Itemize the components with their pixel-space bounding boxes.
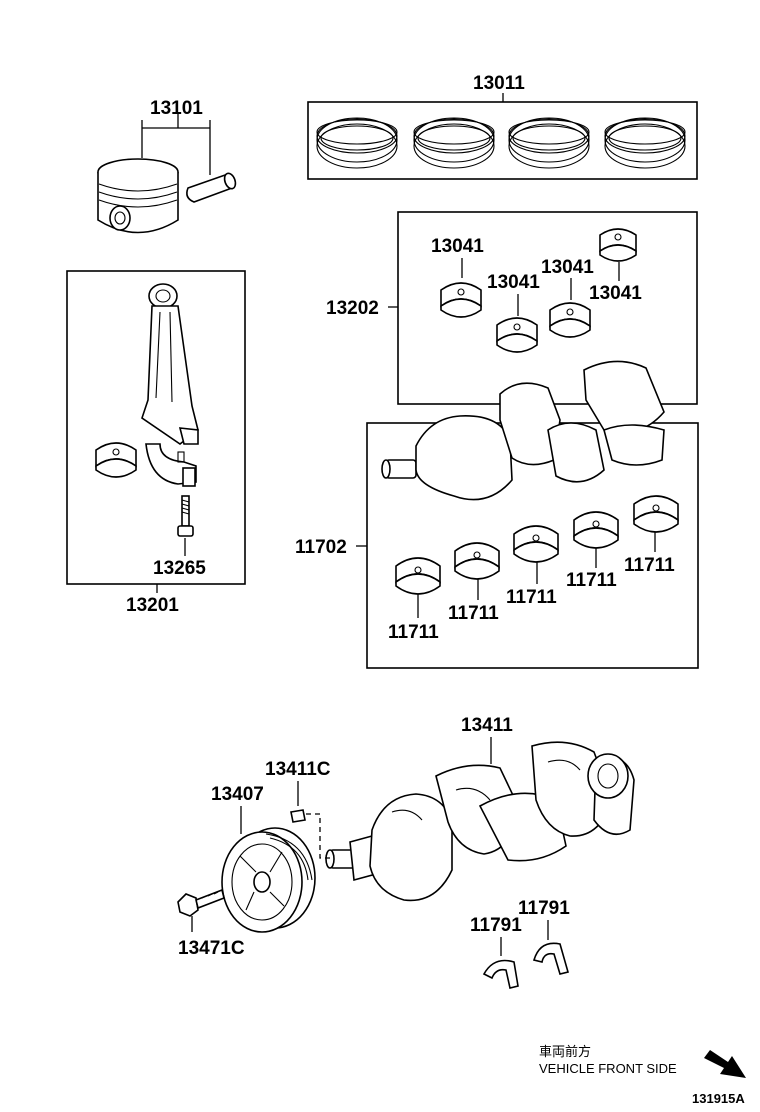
- label-main-bearing-3[interactable]: 11711: [506, 587, 557, 608]
- piston-pin-icon: [186, 172, 237, 203]
- con-rod-group[interactable]: 13265 13201: [66, 270, 246, 616]
- label-thrust-washer-2[interactable]: 11791: [518, 898, 570, 919]
- label-main-bearing-set[interactable]: 11702: [295, 537, 347, 558]
- bearing-shell-icon: [395, 557, 441, 595]
- pulley-bolt-group[interactable]: 13471C: [177, 888, 245, 959]
- label-con-rod-assy[interactable]: 13201: [126, 595, 179, 616]
- con-rod-bearing-group[interactable]: 13202 13041 13041 13041 13041: [326, 211, 698, 405]
- pulley-group[interactable]: 13407: [211, 784, 316, 933]
- bearing-shell-icon: [95, 442, 137, 478]
- label-main-bearing-2[interactable]: 11711: [448, 603, 499, 624]
- label-con-rod-bearing-2[interactable]: 13041: [487, 272, 540, 293]
- piston-ring-icon: [316, 117, 686, 169]
- label-crankshaft[interactable]: 13411: [461, 715, 513, 736]
- crankshaft-outline-icon: [381, 360, 665, 501]
- bearing-shell-icon: [573, 511, 619, 549]
- crank-pin-group[interactable]: 13411C: [265, 759, 331, 859]
- diagram-id: 131915A: [692, 1091, 745, 1106]
- bearing-shell-icon: [496, 317, 538, 353]
- ring-set-box: [307, 101, 698, 180]
- front-label-jp: 車両前方: [539, 1044, 591, 1059]
- bearing-shell-icon: [513, 525, 559, 563]
- label-main-bearing-5[interactable]: 11711: [624, 555, 675, 576]
- thrust-washer-icon: [532, 942, 569, 975]
- thrust-washer-group[interactable]: 11791 11791: [470, 898, 570, 989]
- bearing-shell-icon: [599, 228, 637, 262]
- label-con-rod-bearing-3[interactable]: 13041: [541, 257, 594, 278]
- label-ring-set[interactable]: 13011: [473, 73, 525, 94]
- label-con-rod-bolt[interactable]: 13265: [153, 558, 206, 579]
- label-pulley-bolt[interactable]: 13471C: [178, 938, 245, 959]
- connecting-rod-icon: [141, 283, 199, 487]
- crankshaft-group[interactable]: 13411: [325, 715, 635, 902]
- main-bearing-group[interactable]: 11702 11711 11711 11711 11711: [295, 360, 699, 669]
- label-piston[interactable]: 13101: [150, 98, 203, 119]
- bearing-shell-icon: [549, 302, 591, 338]
- crankshaft-icon: [325, 741, 635, 902]
- piston-group[interactable]: 13101: [97, 98, 237, 234]
- label-pulley[interactable]: 13407: [211, 784, 264, 805]
- label-crank-pin[interactable]: 13411C: [265, 759, 331, 780]
- pin-icon: [290, 809, 306, 823]
- thrust-washer-icon: [482, 959, 519, 989]
- front-indicator: 車両前方 VEHICLE FRONT SIDE 131915A: [539, 1044, 746, 1106]
- piston-icon: [97, 158, 179, 234]
- front-label-en: VEHICLE FRONT SIDE: [539, 1061, 677, 1076]
- label-thrust-washer-1[interactable]: 11791: [470, 915, 522, 936]
- pulley-icon: [221, 827, 316, 933]
- label-main-bearing-4[interactable]: 11711: [566, 570, 617, 591]
- label-con-rod-bearing-set[interactable]: 13202: [326, 298, 379, 319]
- rod-bolt-icon: [177, 495, 194, 537]
- bearing-shell-icon: [454, 542, 500, 580]
- arrow-down-right-icon: [704, 1050, 746, 1078]
- bearing-shell-icon: [440, 282, 482, 318]
- label-con-rod-bearing-4[interactable]: 13041: [589, 283, 642, 304]
- label-main-bearing-1[interactable]: 11711: [388, 622, 439, 643]
- con-rod-box: [66, 270, 246, 585]
- bolt-icon: [177, 888, 225, 917]
- bearing-shell-icon: [633, 495, 679, 533]
- ring-set-group[interactable]: 13011: [307, 73, 698, 180]
- label-con-rod-bearing-1[interactable]: 13041: [431, 236, 484, 257]
